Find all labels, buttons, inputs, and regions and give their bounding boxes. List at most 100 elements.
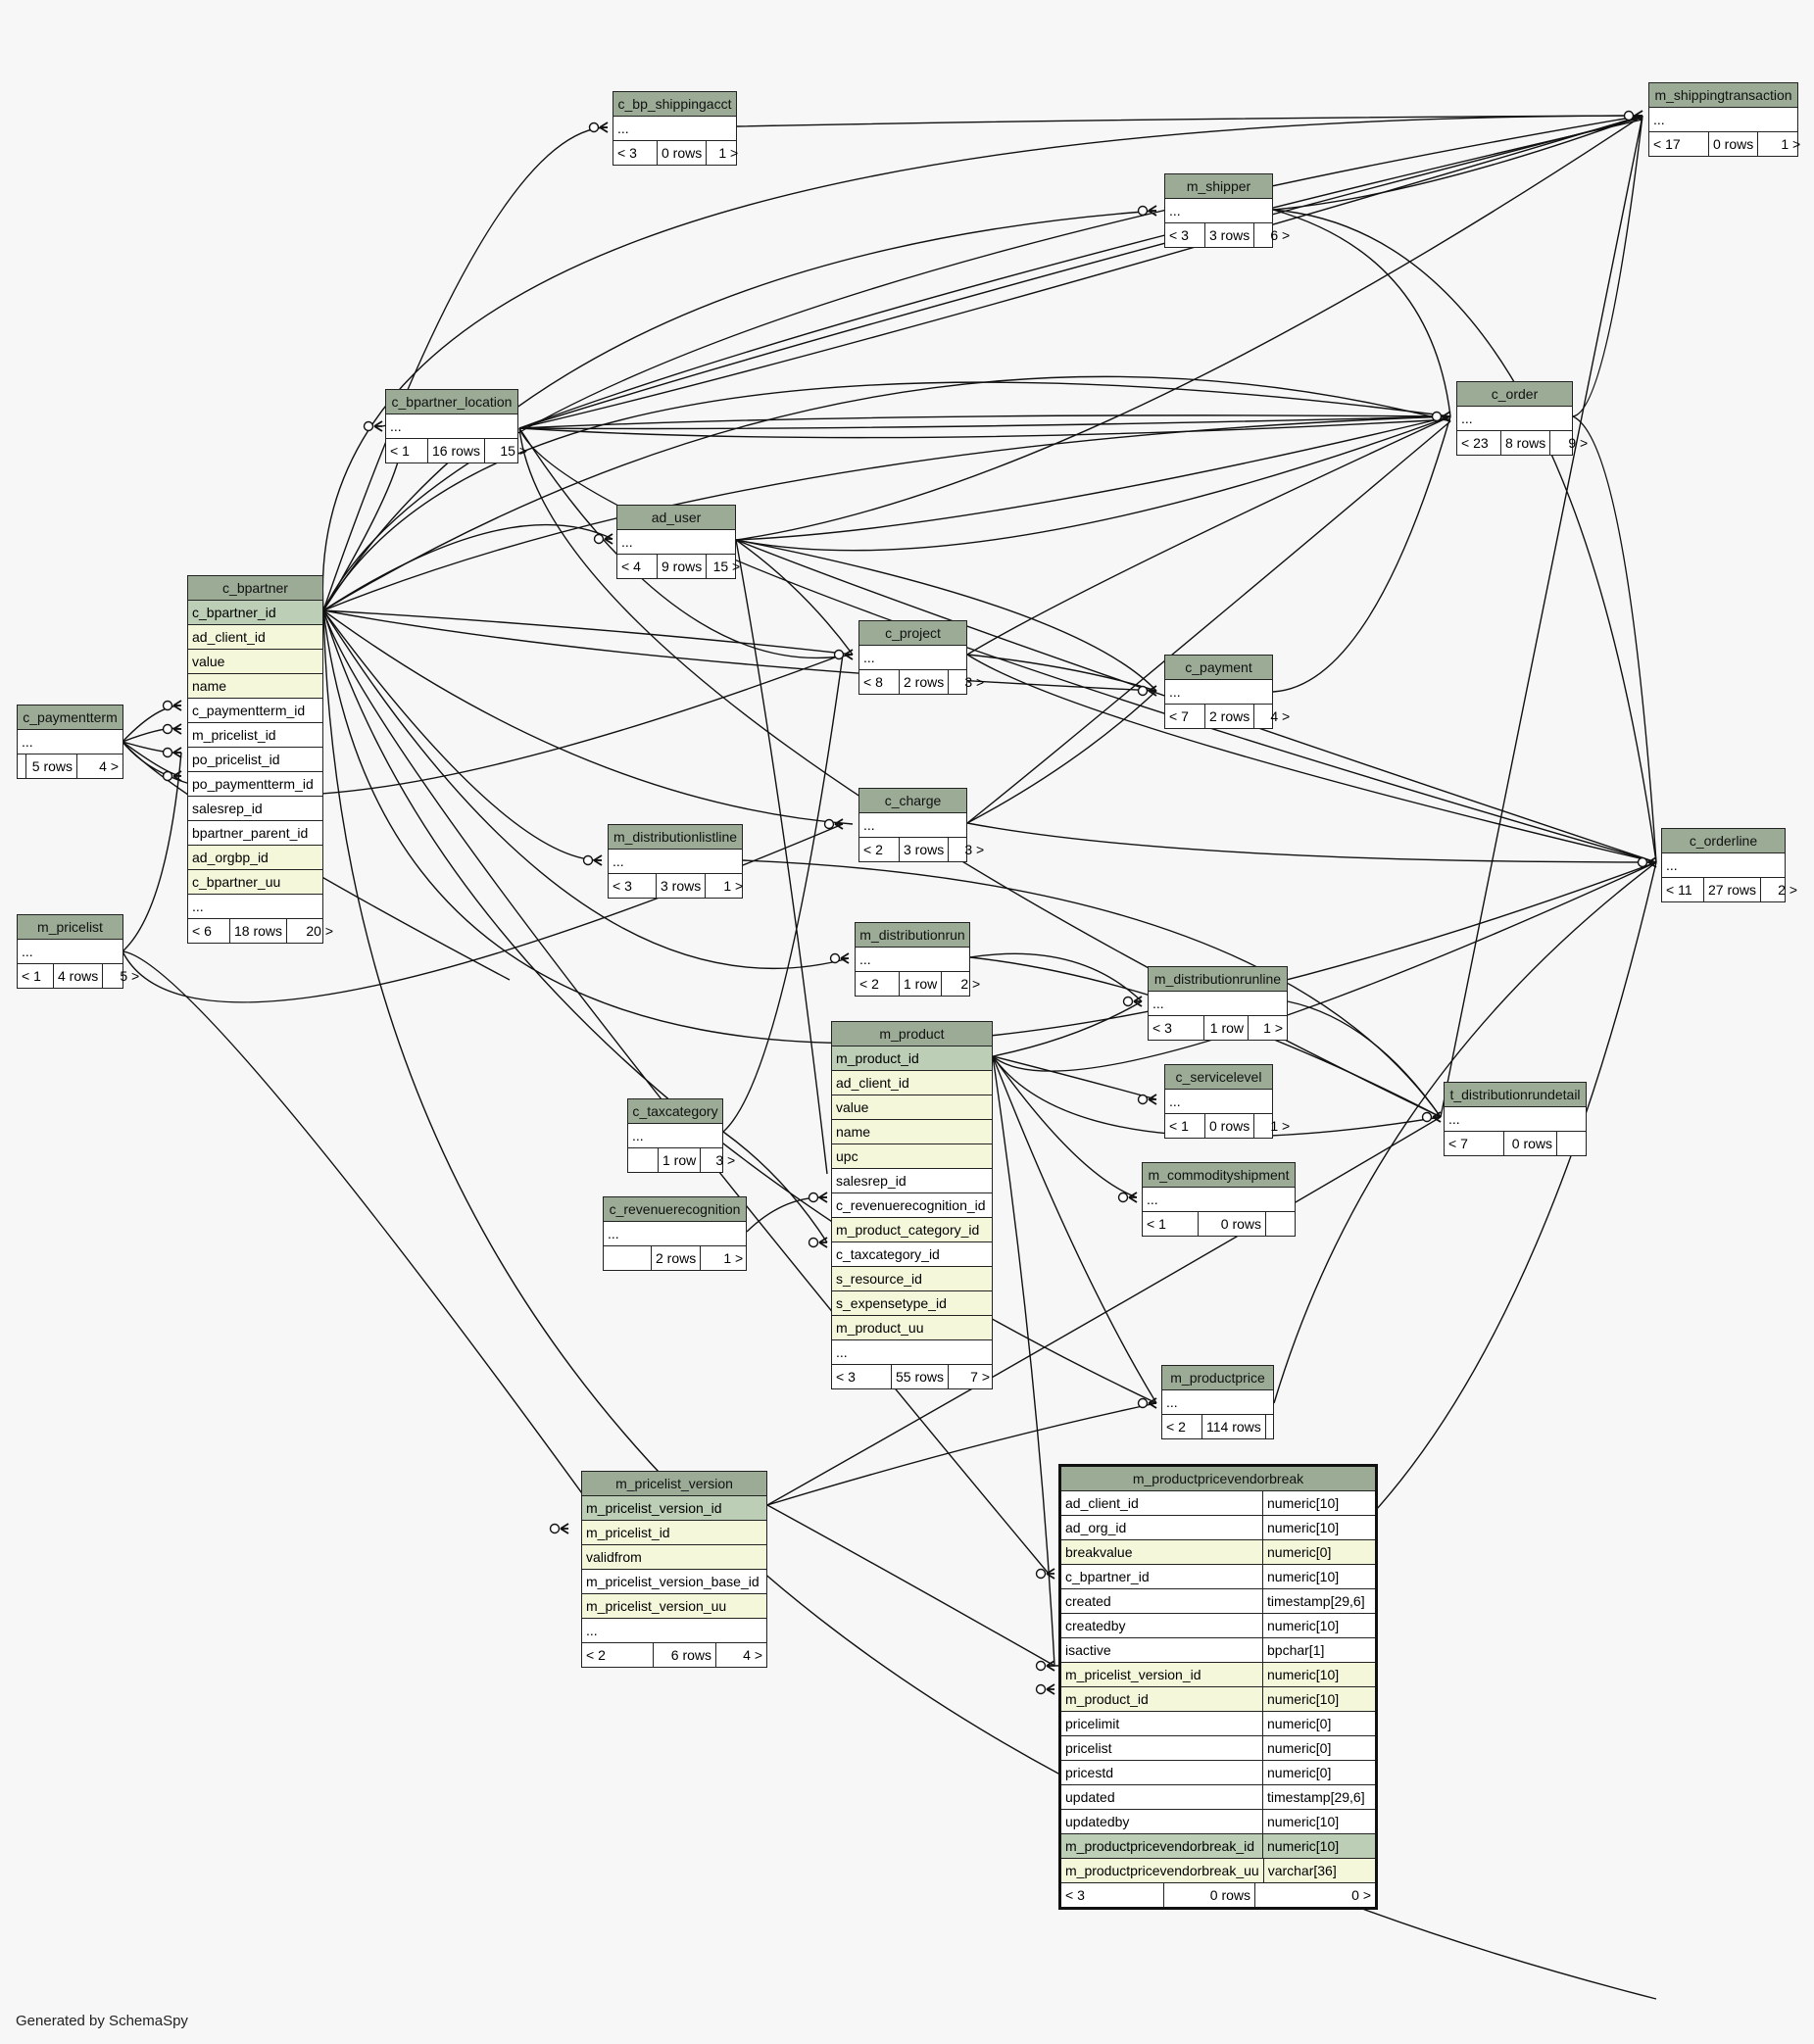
table-title[interactable]: c_payment [1165, 656, 1272, 680]
parents-count[interactable]: < 17 [1653, 136, 1681, 152]
table-column-row[interactable]: c_bpartner_uu [188, 870, 322, 895]
table-column-row[interactable]: c_bpartner_id [188, 601, 322, 625]
table-column-row[interactable]: ... [1445, 1107, 1586, 1132]
children-count[interactable]: 0 > [1254, 1883, 1375, 1907]
children-count[interactable]: 7 > [948, 1365, 994, 1388]
table-title[interactable]: m_product [832, 1022, 992, 1046]
parents-count[interactable]: < 4 [621, 559, 641, 574]
children-count[interactable]: 3 > [700, 1148, 739, 1172]
parents-count[interactable]: < 3 [1065, 1887, 1085, 1903]
children-count[interactable]: 5 > [102, 964, 143, 988]
table-column-row[interactable]: ... [617, 530, 735, 555]
children-count[interactable]: 1 > [700, 1246, 747, 1270]
parents-count[interactable]: < 1 [390, 443, 410, 459]
table-column-row[interactable]: ... [1162, 1390, 1273, 1415]
table-title[interactable]: m_distributionrun [856, 923, 969, 948]
table-column-row[interactable]: c_taxcategory_id [832, 1242, 992, 1267]
table-column-row[interactable]: po_paymentterm_id [188, 772, 322, 797]
table-column-row[interactable]: m_pricelist_version_uu [582, 1594, 766, 1619]
parents-count[interactable]: < 2 [1166, 1419, 1186, 1435]
table-column-row[interactable]: ad_client_id [188, 625, 322, 650]
table-column-row[interactable]: ... [1649, 108, 1797, 132]
table-title[interactable]: ad_user [617, 506, 735, 530]
parents-count[interactable]: < 1 [22, 968, 41, 984]
parents-count[interactable]: < 7 [1448, 1136, 1468, 1151]
table-title[interactable]: c_bpartner_location [386, 390, 517, 414]
table-column-row[interactable]: ... [604, 1222, 746, 1246]
table-column-row[interactable]: ... [18, 940, 123, 964]
parents-count[interactable]: < 2 [863, 842, 883, 857]
table-column-row[interactable]: m_pricelist_id [582, 1521, 766, 1545]
table-column-row[interactable]: salesrep_id [188, 797, 322, 821]
children-count[interactable]: 2 > [941, 972, 984, 996]
table-title[interactable]: c_taxcategory [628, 1099, 722, 1124]
parents-count[interactable]: < 2 [586, 1647, 606, 1663]
table-column-row[interactable]: ... [188, 895, 322, 919]
parents-count[interactable]: < 3 [1152, 1020, 1172, 1036]
table-title[interactable]: c_paymentterm [18, 706, 123, 730]
table-title[interactable]: m_distributionrunline [1149, 967, 1287, 992]
table-column-row[interactable]: ... [628, 1124, 722, 1148]
children-count[interactable]: 6 > [1253, 223, 1294, 247]
table-title[interactable]: c_charge [859, 789, 966, 813]
table-column-row[interactable]: ... [1165, 1090, 1272, 1114]
table-column-row[interactable]: ... [1662, 853, 1785, 878]
children-count[interactable]: 3 > [948, 670, 988, 694]
parents-count[interactable]: < 8 [863, 674, 883, 690]
table-title[interactable]: c_project [859, 621, 966, 646]
parents-count[interactable]: < 7 [1169, 708, 1189, 724]
children-count[interactable] [1556, 1132, 1586, 1155]
parents-count[interactable]: < 3 [613, 878, 632, 894]
table-column-row[interactable]: ... [386, 414, 517, 439]
table-column-row[interactable]: ... [832, 1340, 992, 1365]
parents-count[interactable]: < 3 [1169, 227, 1189, 243]
children-count[interactable]: 15 > [484, 439, 531, 462]
table-column-row[interactable]: upc [832, 1144, 992, 1169]
table-column-row[interactable]: ... [1165, 199, 1272, 223]
parents-count[interactable]: < 2 [859, 976, 879, 992]
children-count[interactable]: 1 > [1253, 1114, 1294, 1138]
table-title[interactable]: m_pricelist_version [582, 1472, 766, 1496]
table-column-row[interactable]: name [832, 1120, 992, 1144]
parents-count[interactable]: < 1 [1147, 1216, 1166, 1232]
table-title[interactable]: t_distributionrundetail [1445, 1083, 1586, 1107]
table-title[interactable]: m_shipper [1165, 174, 1272, 199]
children-count[interactable]: 4 > [715, 1643, 766, 1667]
table-column-row[interactable]: m_product_uu [832, 1316, 992, 1340]
parents-count[interactable] [628, 1148, 658, 1172]
table-column-row[interactable]: ad_client_id [832, 1071, 992, 1095]
table-title[interactable]: c_order [1457, 382, 1572, 407]
table-column-row[interactable]: ... [859, 813, 966, 838]
children-count[interactable]: 4 > [1253, 705, 1294, 728]
children-count[interactable]: 4 > [76, 754, 123, 778]
table-column-row[interactable]: ... [1457, 407, 1572, 431]
table-column-row[interactable]: ... [613, 117, 736, 141]
table-column-row[interactable]: ... [859, 646, 966, 670]
children-count[interactable] [1265, 1212, 1295, 1236]
